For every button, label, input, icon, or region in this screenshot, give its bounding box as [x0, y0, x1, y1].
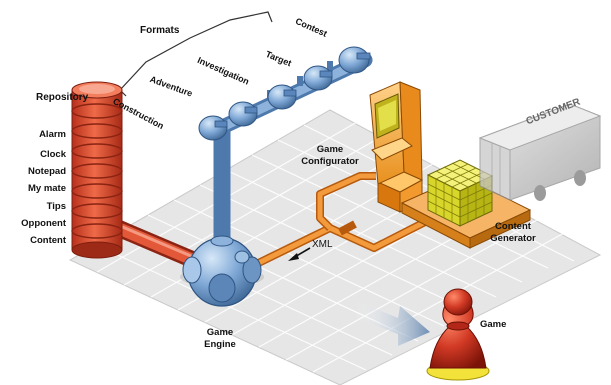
repository-cylinder — [71, 81, 123, 259]
valve-investigation — [267, 84, 297, 110]
valve-adventure — [228, 101, 258, 127]
valve-target — [303, 65, 333, 91]
repository-item: Content — [30, 235, 66, 246]
content-generator — [400, 159, 532, 249]
repository-item: My mate — [27, 183, 66, 194]
repository-item: Tips — [46, 201, 66, 212]
valve-contest — [338, 46, 371, 74]
repository-item: Clock — [40, 149, 66, 160]
flow-arrow — [355, 300, 430, 346]
repository-item: Opponent — [21, 218, 66, 229]
game-configurator — [369, 81, 424, 213]
game-configurator-label-2: Configurator — [301, 156, 359, 167]
game-engine-label-1: Game — [206, 327, 234, 338]
game-piece — [426, 288, 490, 381]
valve-construction — [198, 115, 228, 141]
xml-arrow — [288, 247, 311, 261]
repository-item: Alarm — [39, 129, 66, 140]
game-engine-label-2: Engine — [204, 339, 236, 350]
formats-title: Formats — [140, 25, 180, 36]
game-configurator-label-1: Game — [316, 144, 344, 155]
content-generator-label-1: Content — [495, 221, 531, 232]
customer-truck — [478, 103, 602, 201]
xml-label: XML — [312, 239, 333, 250]
formats-bracket — [119, 11, 273, 91]
game-engine — [180, 235, 264, 307]
content-generator-label-2: Generator — [490, 233, 536, 244]
repository-item: Notepad — [28, 166, 66, 177]
repository-pipe — [114, 220, 202, 270]
format-valves — [198, 46, 371, 141]
xml-pipes — [238, 172, 427, 276]
repository-title: Repository — [36, 92, 89, 103]
game-piece-label: Game — [480, 319, 507, 330]
